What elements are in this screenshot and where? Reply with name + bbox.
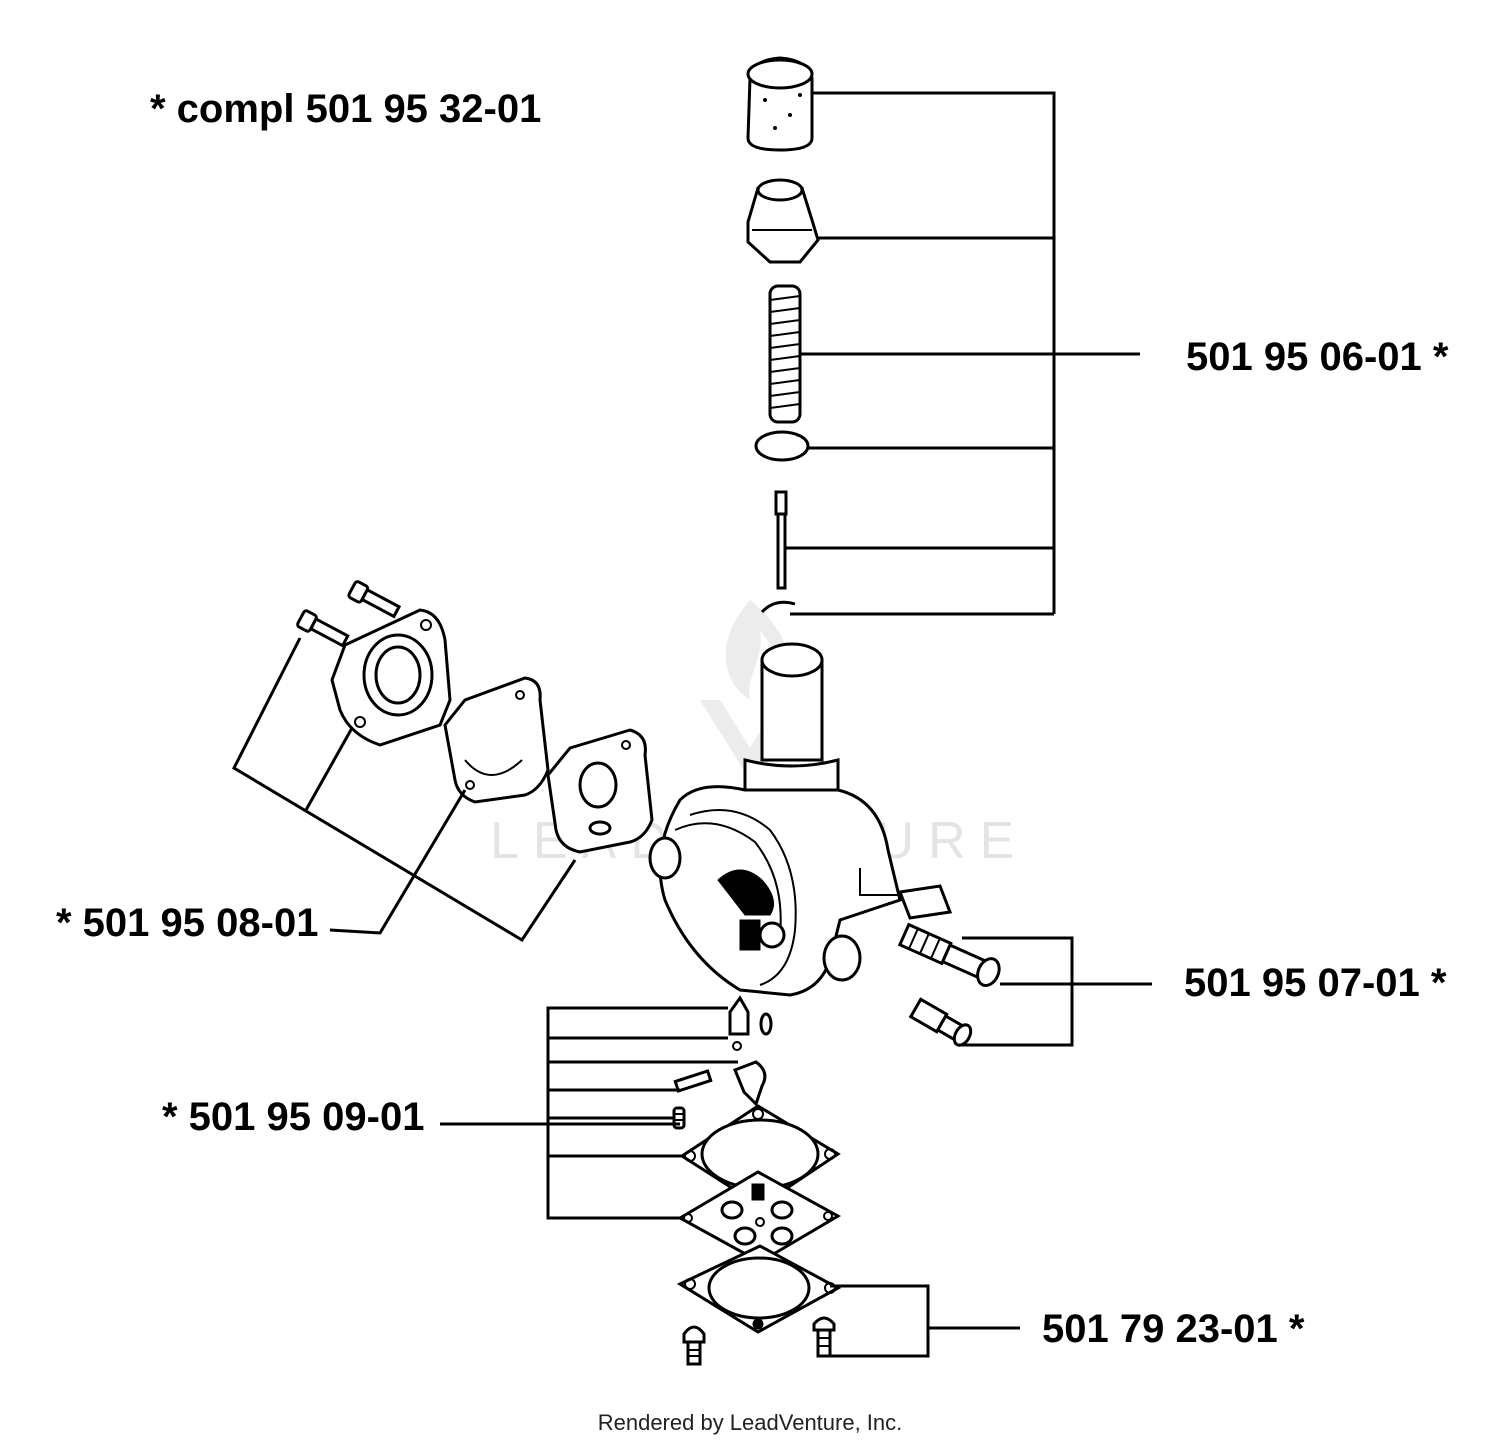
cap-part xyxy=(746,56,814,152)
leader-lines-0901 xyxy=(440,1006,738,1220)
label-501-95-09-01: * 501 95 09-01 xyxy=(162,1095,424,1139)
gasket-plate-2 xyxy=(546,728,654,854)
carburetor-body xyxy=(648,642,953,997)
nut-part xyxy=(746,178,820,264)
fuel-pump-stack-parts xyxy=(746,56,820,614)
cover-parts xyxy=(676,1244,842,1366)
metering-lever xyxy=(733,1060,767,1107)
gasket-plate xyxy=(443,676,550,804)
leader-lines-0701 xyxy=(960,936,1152,1047)
metering-parts xyxy=(672,995,842,1264)
label-501-95-08-01: * 501 95 08-01 xyxy=(56,901,318,945)
screw-left-upper xyxy=(347,580,402,619)
washer-part xyxy=(754,430,810,462)
cover-screw-right xyxy=(812,1316,836,1358)
adjust-screw-long xyxy=(897,922,1001,988)
metering-cover xyxy=(676,1244,842,1334)
lever-pin xyxy=(673,1069,713,1093)
spring-part xyxy=(768,284,802,424)
label-501-79-23-01: 501 79 23-01 * xyxy=(1042,1307,1305,1351)
clip-part xyxy=(760,600,796,614)
footer-credit: Rendered by LeadVenture, Inc. xyxy=(598,1410,903,1435)
metering-gasket xyxy=(679,1104,841,1208)
label-501-95-07-01: 501 95 07-01 * xyxy=(1184,961,1447,1005)
leader-lines-0801 xyxy=(232,637,577,943)
inlet-needle xyxy=(728,995,773,1051)
label-compl: * compl 501 95 32-01 xyxy=(150,87,541,131)
leader-lines-7923 xyxy=(828,1284,1020,1358)
flange-plate xyxy=(330,608,452,747)
leader-lines-0601 xyxy=(786,91,1140,616)
needle-part xyxy=(774,490,788,590)
screw-left-lower xyxy=(296,609,350,648)
cover-screw-left xyxy=(682,1325,706,1366)
flange-parts xyxy=(296,580,654,854)
metering-diaphragm xyxy=(676,1170,842,1264)
adjust-screw-parts xyxy=(897,922,1001,1047)
adjust-screw-short xyxy=(908,997,973,1047)
label-501-95-06-01: 501 95 06-01 * xyxy=(1186,335,1449,379)
